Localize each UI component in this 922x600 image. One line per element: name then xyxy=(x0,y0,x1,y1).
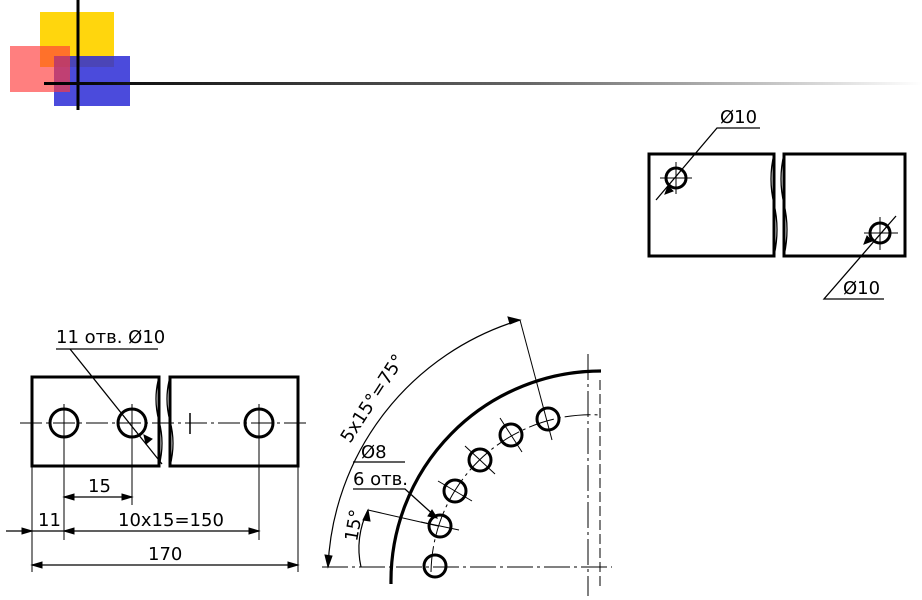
arc-75-arrow-top xyxy=(507,316,522,325)
arc-callout-arrowhead xyxy=(427,509,439,519)
dim-15-arrow-left xyxy=(62,493,75,501)
leader-bottom-arrow xyxy=(863,235,873,245)
strip-dim-150: 10x15=150 xyxy=(118,510,224,531)
arc-hole-2 xyxy=(427,513,453,539)
strip-dim-15: 15 xyxy=(88,476,111,497)
label-hole-dia-bottom: Ø10 xyxy=(843,278,880,299)
arc-hole-1 xyxy=(422,553,448,579)
arc-hole-6-radial xyxy=(519,319,553,441)
arc-hole-3-radial xyxy=(437,480,473,502)
arc-outer-edge xyxy=(389,369,602,585)
dim-11-arrow xyxy=(21,527,34,535)
plate-left-outline xyxy=(647,152,776,258)
strip-break-line-right xyxy=(166,376,174,467)
arc-dim-15: 15° xyxy=(341,508,367,543)
arc-75-arrow-bottom xyxy=(324,554,333,569)
dim-15-arrow-right xyxy=(121,493,134,501)
top-right-drawing xyxy=(647,127,907,300)
dim-170-arrow-right xyxy=(287,561,300,569)
arc-hole-count: 6 отв. xyxy=(353,469,408,490)
strip-callout-arrow-line xyxy=(69,348,163,465)
strip-break-line-left xyxy=(155,376,163,467)
arc-drawing xyxy=(322,316,612,596)
arc-hole-3 xyxy=(442,478,468,504)
strip-callout-arrowhead xyxy=(143,434,153,445)
strip-right-outline xyxy=(168,375,300,468)
arc-15-arrow-top xyxy=(362,508,371,522)
arc-hole-5-radial xyxy=(499,417,523,453)
header-rule xyxy=(44,82,922,85)
arc-hole-4-radial xyxy=(464,445,496,475)
arc-hole-5 xyxy=(498,422,524,448)
arc-hole-diameter: Ø8 xyxy=(361,442,387,463)
arc-hole-6 xyxy=(535,406,561,432)
arc-callout-underline xyxy=(353,488,438,519)
logo-square-red xyxy=(10,46,70,92)
leader-bottom xyxy=(822,215,897,300)
dim-150-arrow-left xyxy=(62,527,75,535)
break-line-right xyxy=(780,153,788,257)
arc-hole-circle-centerline xyxy=(430,414,601,573)
leader-top xyxy=(655,127,760,201)
arc-dim-75: 5x15°=75° xyxy=(337,351,410,447)
label-hole-dia-top: Ø10 xyxy=(720,107,757,128)
dim-170-arrow-left xyxy=(30,561,43,569)
leader-top-arrow xyxy=(664,185,674,195)
strip-drawing xyxy=(6,348,308,572)
strip-dim-11: 11 xyxy=(38,510,61,531)
slide-logo xyxy=(10,0,130,110)
arc-15-extension xyxy=(367,509,439,527)
arc-75deg-dimension xyxy=(327,319,521,568)
dim-150-arrow-right xyxy=(248,527,261,535)
break-line-left xyxy=(770,153,778,257)
strip-hole-callout: 11 отв. Ø10 xyxy=(56,327,165,348)
strip-dim-170: 170 xyxy=(148,544,182,565)
arc-hole-4 xyxy=(467,447,493,473)
